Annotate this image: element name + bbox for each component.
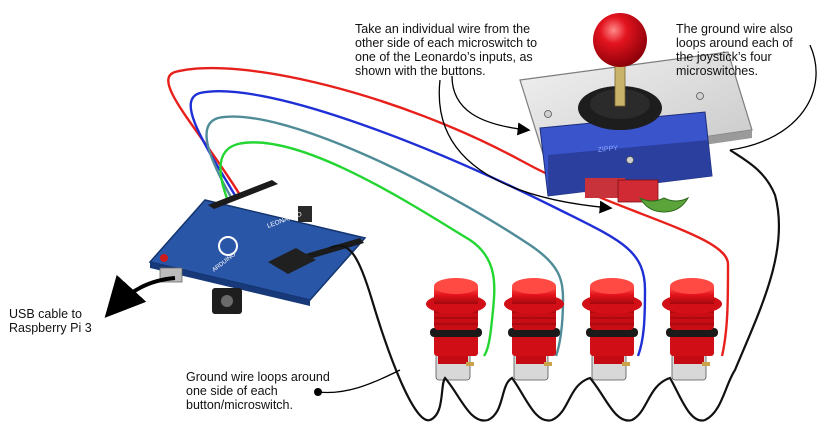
ground-buttons-line: one side of each <box>186 384 278 398</box>
ground-buttons-line: Ground wire loops around <box>186 370 330 384</box>
usb-cable-line: USB cable to <box>9 307 82 321</box>
ground-joystick-line: the joystick’s four <box>676 50 772 64</box>
ground-buttons-line: button/microswitch. <box>186 398 293 412</box>
pointer-line-ground-buttons <box>317 369 401 394</box>
arcade-button-4 <box>661 277 723 381</box>
blue-signal-wire <box>189 90 647 357</box>
usb-cable-line: Raspberry Pi 3 <box>9 321 92 335</box>
ground-joystick-line: microswitches. <box>676 64 758 78</box>
red-signal-wire <box>167 66 730 357</box>
usb-cable-arrow <box>104 274 176 318</box>
joystick-brand-text: ZIPPY <box>597 145 618 154</box>
ground-joystick-line: loops around each of <box>676 36 793 50</box>
teal-signal-wire <box>205 115 565 357</box>
wire-instruction-line: other side of each microswitch to <box>355 36 538 50</box>
ground-joystick-line: The ground wire also <box>676 22 793 36</box>
wire-instruction-line: one of the Leonardo’s inputs, as <box>355 50 533 64</box>
usb-cable-label: USB cable to Raspberry Pi 3 <box>9 307 119 335</box>
arcade-button-1 <box>425 277 487 381</box>
arcade-button-3 <box>581 277 643 381</box>
ground-joystick-label: The ground wire also loops around each o… <box>676 22 836 78</box>
pointer-arrow-wire-lower <box>438 79 613 214</box>
pointer-arrow-wire-upper <box>451 75 531 136</box>
green-signal-wire <box>219 141 496 357</box>
pointer-line-ground-joystick <box>729 44 817 151</box>
zippy-joystick <box>519 13 753 213</box>
wire-instruction-line: shown with the buttons. <box>355 64 486 78</box>
pointer-dot-ground-buttons <box>314 388 322 396</box>
wire-instruction-line: Take an individual wire from the <box>355 22 531 36</box>
ground-buttons-label: Ground wire loops around one side of eac… <box>186 370 386 412</box>
wire-instruction-label: Take an individual wire from the other s… <box>355 22 555 78</box>
ground-wire <box>329 149 781 422</box>
arcade-button-2 <box>503 277 565 381</box>
